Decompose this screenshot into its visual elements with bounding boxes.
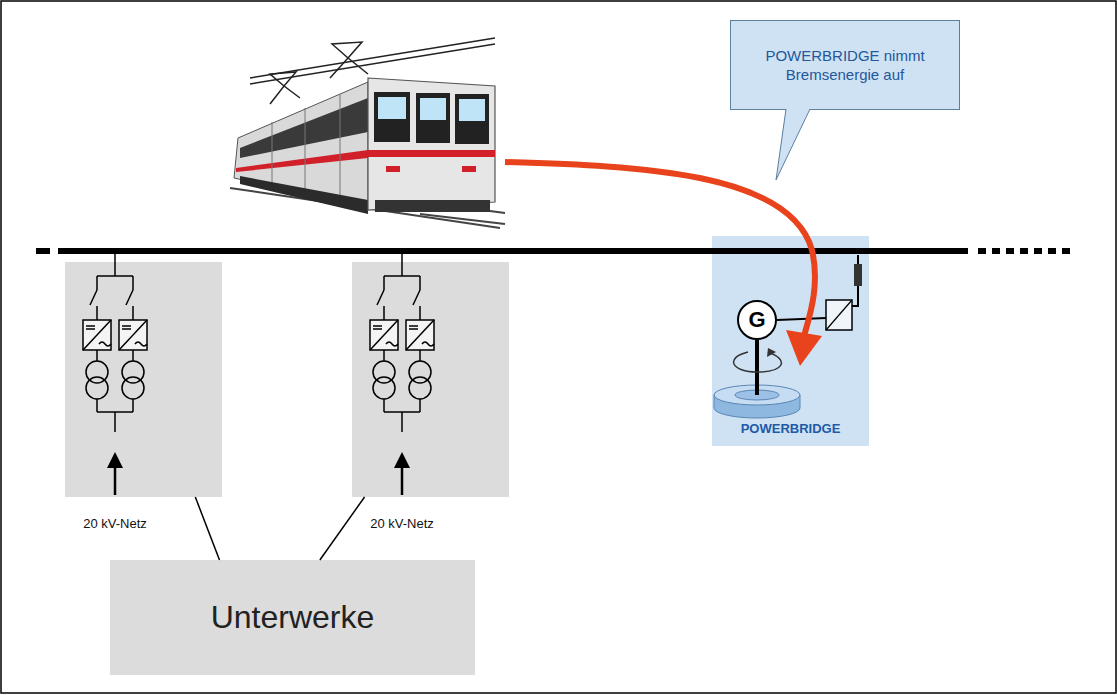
callout-tail [776,109,810,180]
powerbridge-machine [714,385,800,405]
train [375,200,490,212]
powerbridge-machine [755,380,759,395]
powerbridge-box: POWERBRIDGE G [712,236,869,446]
energy-arrowhead [786,330,822,366]
leader-line [320,497,365,560]
substation-box: 20 kV-Netz [352,262,509,497]
powerbridge-machine [735,390,779,400]
powerbridge-machine [734,352,782,372]
train [305,108,306,189]
bus-bar [58,248,968,254]
train [240,176,368,214]
train [230,188,500,228]
powerbridge-machine [777,318,826,320]
train [250,44,495,84]
train [374,92,410,142]
powerbridge-machine [826,300,852,330]
node-text: G [748,306,765,335]
node-text: 20 kV-Netz [65,516,165,533]
train [368,150,495,157]
train [378,97,406,119]
train [340,94,341,196]
node-text: 20 kV-Netz [352,516,452,533]
bus-bar [978,248,1072,254]
train [272,122,273,182]
powerbridge-machine [826,300,852,330]
callout-tail [776,109,810,180]
substation-box: 20 kV-Netz [65,262,222,497]
substations-label-box: Unterwerke [110,560,475,675]
train [234,82,368,208]
train [459,99,485,121]
powerbridge-machine [755,340,759,392]
train [420,214,505,224]
train [416,93,450,143]
powerbridge-machine [714,255,862,418]
powerbridge-machine [854,264,862,286]
train [250,38,495,78]
train [240,98,368,158]
node-text: POWERBRIDGE nimmt Bremsenergie auf [761,46,929,85]
train [230,38,505,228]
node-text: Unterwerke [211,597,375,639]
powerbridge-machine [852,255,858,306]
train [272,94,340,196]
substation-symbol [83,254,147,495]
energy-arrow [505,162,815,336]
node-text: POWERBRIDGE [741,421,841,438]
train [236,150,368,172]
train [386,166,400,172]
leader-line [195,497,219,560]
train [250,38,495,104]
train [455,94,489,144]
bus-bar [36,248,50,254]
train [420,98,446,120]
substation-symbol [370,254,434,495]
callout-box: POWERBRIDGE nimmt Bremsenergie auf [730,20,960,110]
train [462,166,476,172]
powerbridge-machine [714,395,800,418]
train [255,180,505,213]
train [330,42,368,78]
powerbridge-machine [767,348,776,357]
generator-circle: G [737,300,777,340]
train [368,78,495,210]
train [270,72,300,104]
